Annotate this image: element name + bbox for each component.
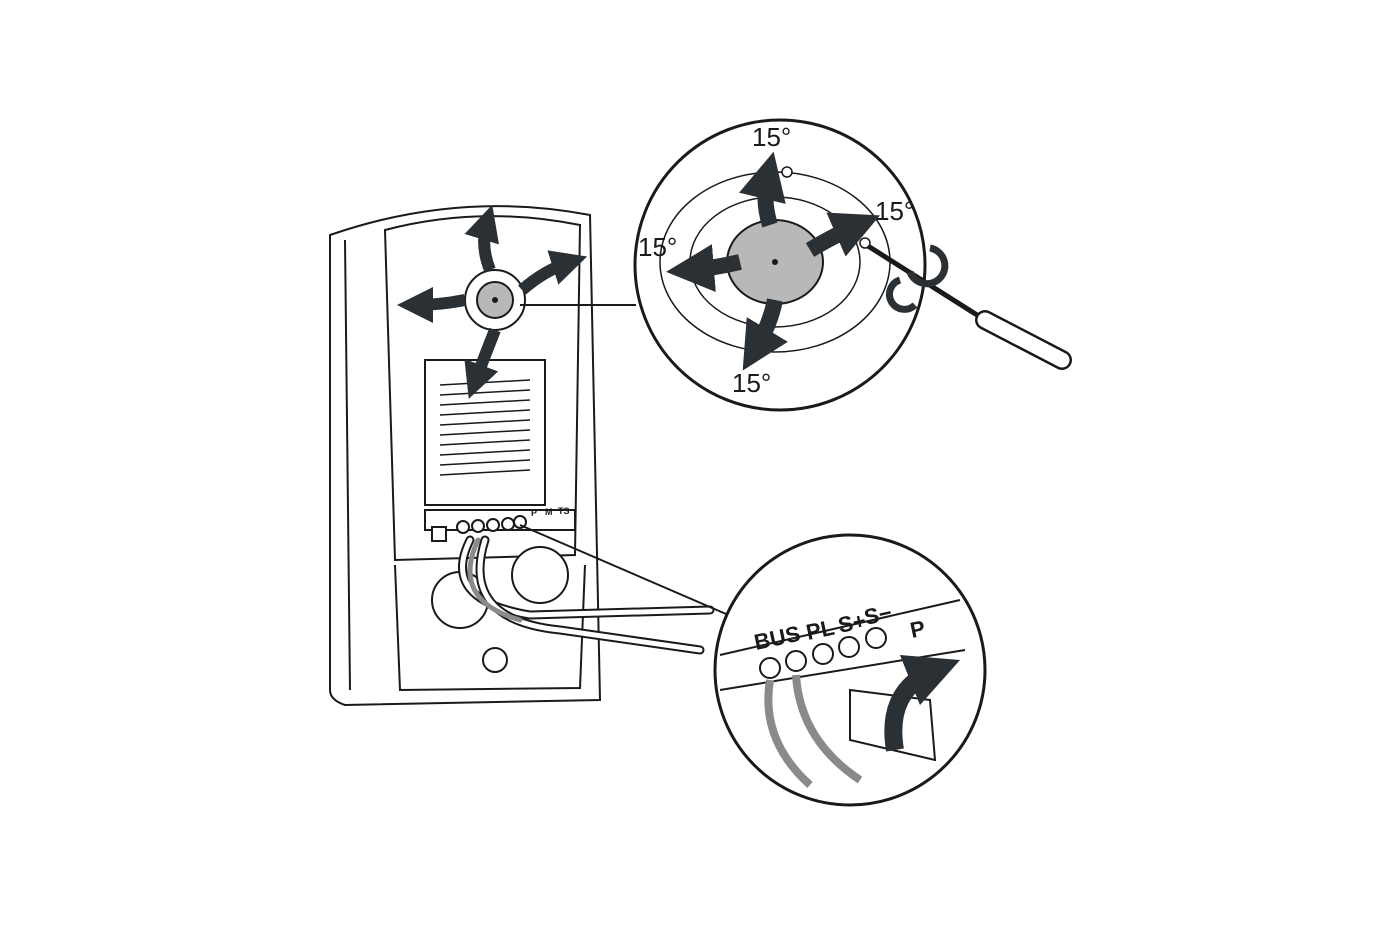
angle-label-top: 15° <box>752 122 791 152</box>
rotate-icon <box>885 276 918 313</box>
angle-label-left: 15° <box>638 232 677 262</box>
angle-label-bottom: 15° <box>732 368 771 398</box>
terminal-screws <box>759 627 887 679</box>
terminal-label-pl: PL <box>804 615 837 645</box>
screw-icon <box>781 166 793 178</box>
adjustment-arrows <box>397 204 588 399</box>
screw-icon <box>859 237 871 249</box>
arrow-left-icon <box>397 286 467 323</box>
detail-camera-adjust: 15° 15° 15° 15° <box>633 118 927 412</box>
terminal-label-s-plus: S+ <box>836 608 868 638</box>
connector <box>431 526 447 542</box>
terminal-block <box>424 509 576 531</box>
arrow-down-icon <box>742 298 788 371</box>
device-labels: P M TS <box>531 506 570 518</box>
leader-line-bottom <box>519 524 741 621</box>
screwdriver-icon <box>866 243 1072 370</box>
angle-label-right: 15° <box>875 196 914 226</box>
arrow-up-icon <box>464 204 499 273</box>
arrow-down-icon <box>464 327 501 399</box>
cables <box>458 535 715 655</box>
arrow-up-icon <box>739 151 786 228</box>
tighten-arrow-icon <box>884 654 961 752</box>
wire <box>792 674 863 784</box>
arrow-right-icon <box>518 250 588 295</box>
terminal-label-p: P <box>908 615 928 643</box>
arrow-right-icon <box>805 212 881 257</box>
terminal-label-s-minus: S− <box>862 600 894 630</box>
terminal-screws <box>456 515 527 534</box>
arrow-left-icon <box>666 244 742 293</box>
rotate-icon <box>906 244 949 288</box>
detail-terminals: BUS PL S+ S− P <box>713 533 987 807</box>
wire <box>764 679 813 788</box>
device-label-m: M <box>545 507 553 517</box>
device-label-ts: TS <box>558 506 570 516</box>
device-label-p: P <box>531 508 537 518</box>
